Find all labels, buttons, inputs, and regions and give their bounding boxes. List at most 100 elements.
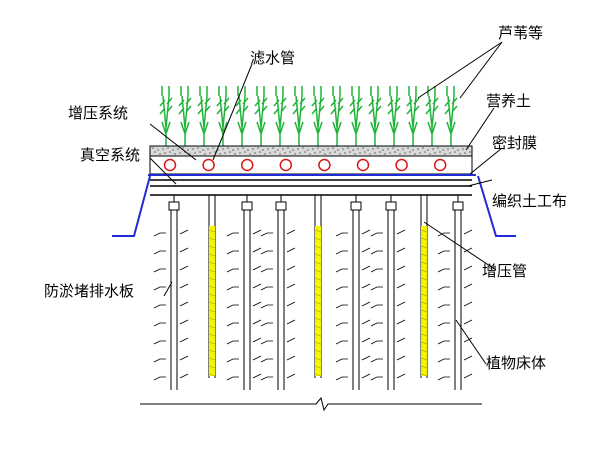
seepage-tick <box>153 373 189 381</box>
seepage-tick <box>370 247 406 255</box>
filter-pipe-circle-icon <box>202 158 215 172</box>
soil-grain <box>209 152 211 154</box>
soil-grain <box>187 149 189 151</box>
pressure-pipe-hatch <box>420 245 428 249</box>
soil-grain <box>222 148 224 150</box>
seepage-tick <box>370 373 406 381</box>
seepage-tick <box>226 337 262 345</box>
soil-grain <box>292 149 294 151</box>
seepage-tick <box>260 283 296 291</box>
reed-plant-icon <box>368 86 382 146</box>
soil-grain <box>364 151 366 153</box>
soil-grain <box>409 151 411 153</box>
seepage-tick <box>260 355 296 363</box>
soil-grain <box>344 152 346 154</box>
ground-line-left <box>112 175 151 237</box>
seepage-tick <box>335 265 371 273</box>
seepage-tick <box>370 319 406 327</box>
pressure-pipe-hatch <box>420 253 428 257</box>
pressure-pipe-hatch <box>420 301 428 305</box>
soil-grain <box>289 151 291 153</box>
pressure-pipe-hatch <box>314 317 322 321</box>
seepage-tick <box>437 247 473 255</box>
pressure-pipe-hatch <box>208 309 216 313</box>
soil-grain <box>194 152 196 154</box>
soil-grain <box>327 148 329 150</box>
seepage-tick <box>260 373 296 381</box>
pressure-pipe-hatch <box>314 261 322 265</box>
pressure-pipe-hatch <box>420 333 428 337</box>
soil-grain <box>267 148 269 150</box>
soil-grain <box>312 148 314 150</box>
soil-grain <box>192 148 194 150</box>
seepage-tick <box>153 337 189 345</box>
soil-grain <box>379 151 381 153</box>
soil-grain <box>282 148 284 150</box>
seepage-tick <box>370 283 406 291</box>
bottom-boundary <box>140 396 482 412</box>
label-reeds: 芦苇等 <box>498 24 543 42</box>
pressure-pipe-hatch <box>314 269 322 273</box>
soil-grain <box>427 149 429 151</box>
pressure-pipe-hatch <box>420 229 428 233</box>
soil-grain <box>384 153 386 155</box>
seepage-tick <box>260 319 296 327</box>
soil-grain <box>237 148 239 150</box>
soil-grain <box>447 148 449 150</box>
soil-grain <box>257 147 259 149</box>
soil-grain <box>309 153 311 155</box>
soil-grain <box>339 153 341 155</box>
pressure-pipe-hatch <box>420 373 428 377</box>
soil-grain <box>287 147 289 149</box>
soil-grain <box>234 153 236 155</box>
soil-grain <box>357 148 359 150</box>
soil-grain <box>407 147 409 149</box>
soil-grain <box>302 147 304 149</box>
soil-grain <box>399 153 401 155</box>
soil-grain <box>462 148 464 150</box>
soil-grain <box>177 148 179 150</box>
pressure-pipe-screen <box>209 226 215 376</box>
seepage-tick <box>370 337 406 345</box>
filter-pipe-circle-icon <box>240 158 254 172</box>
pressure-pipe-hatch <box>208 333 216 337</box>
filter-pipe-circle-icon <box>356 158 370 172</box>
seepage-tick <box>226 283 262 291</box>
soil-grain <box>329 152 331 154</box>
reed-plant-icon <box>387 86 401 146</box>
pressure-pipe-hatch <box>208 261 216 265</box>
soil-grain <box>197 147 199 149</box>
seepage-tick <box>437 373 473 381</box>
reed-plant-icon <box>444 86 458 146</box>
soil-grain <box>439 151 441 153</box>
soil-grain <box>224 152 226 154</box>
reed-plant-icon <box>197 86 211 146</box>
soil-grain <box>444 153 446 155</box>
soil-grain <box>212 147 214 149</box>
seepage-tick <box>335 283 371 291</box>
reed-plant-icon <box>254 86 268 146</box>
soil-grain <box>262 149 264 151</box>
soil-grain <box>274 151 276 153</box>
label-vacuum-system: 真空系统 <box>80 146 140 164</box>
reed-plant-icon <box>216 86 230 146</box>
reed-plant-icon <box>425 86 439 146</box>
drain-board-cap <box>168 201 180 211</box>
reed-plant-icon <box>311 86 325 146</box>
reed-row <box>159 86 458 146</box>
soil-grain <box>269 152 271 154</box>
soil-grain <box>372 148 374 150</box>
soil-grain <box>199 151 201 153</box>
seepage-tick <box>260 229 296 237</box>
seepage-tick <box>335 373 371 381</box>
pressure-pipe-hatch <box>314 357 322 361</box>
soil-grain <box>317 147 319 149</box>
pressure-pipe-hatch <box>420 309 428 313</box>
drain-board-cap <box>241 201 253 211</box>
reed-plant-icon <box>349 86 363 146</box>
drain-board-cap <box>350 201 362 211</box>
soil-grain <box>392 147 394 149</box>
seepage-tick <box>260 301 296 309</box>
soil-grain <box>159 153 161 155</box>
